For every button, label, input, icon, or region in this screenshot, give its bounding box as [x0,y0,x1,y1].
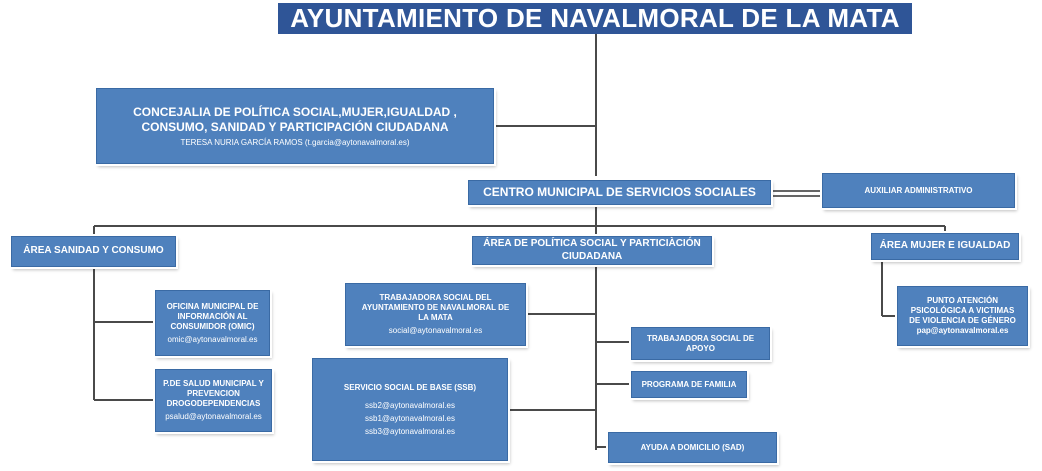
ssb-title: SERVICIO SOCIAL DE BASE (SSB) [343,382,477,392]
trabajadora-line-3: LA MATA [418,313,453,322]
psalud-line-3: DROGODEPENDENCIAS [166,399,261,408]
page-title: AYUNTAMIENTO DE NAVALMORAL DE LA MATA [278,3,912,34]
psalud-line-1: P.DE SALUD MUNICIPAL Y [163,379,264,388]
trabajadora-social-box: TRABAJADORA SOCIAL DEL AYUNTAMIENTO DE N… [345,283,526,346]
apoyo-box: TRABAJADORA SOCIAL DE APOYO [631,327,770,360]
concejalia-box: CONCEJALIA DE POLÍTICA SOCIAL,MUJER,IGUA… [96,88,494,164]
sad-label: AYUDA A DOMICILIO (SAD) [640,442,745,452]
area-politica-line-2: CIUDADANA [561,250,623,262]
area-mujer-label: ÁREA MUJER E IGUALDAD [879,240,1011,252]
psalud-email: psalud@aytonavalmoral.es [165,412,262,421]
pap-line-3: DE VIOLENCIA DE GÉNERO [909,316,1016,325]
area-sanidad-box: ÁREA SANIDAD Y CONSUMO [11,236,176,267]
area-mujer-box: ÁREA MUJER E IGUALDAD [871,233,1019,260]
centro-label: CENTRO MUNICIPAL DE SERVICIOS SOCIALES [483,185,756,199]
ssb-email-3: ssb3@aytonavalmoral.es [365,426,455,436]
omic-line-2: INFORMACIÓN AL [177,311,248,321]
ssb-box: SERVICIO SOCIAL DE BASE (SSB) ssb2@ayton… [312,358,508,461]
trabajadora-email: social@aytonavalmoral.es [388,326,483,335]
area-sanidad-label: ÁREA SANIDAD Y CONSUMO [23,245,164,257]
omic-line-1: OFICINA MUNICIPAL DE [166,301,259,311]
psalud-line-2: PREVENCION [187,389,240,398]
familia-label: PROGRAMA DE FAMILIA [641,379,737,389]
familia-box: PROGRAMA DE FAMILIA [631,371,747,398]
trabajadora-line-1: TRABAJADORA SOCIAL DEL [379,293,492,302]
ssb-email-2: ssb1@aytonavalmoral.es [365,413,455,423]
concejalia-line-1: CONCEJALIA DE POLÍTICA SOCIAL,MUJER,IGUA… [133,104,457,119]
area-politica-line-1: ÁREA DE POLÍTICA SOCIAL Y PARTICIÀCIÓN [483,238,701,249]
trabajadora-line-2: AYUNTAMIENTO DE NAVALMORAL DE [361,303,510,312]
centro-box: CENTRO MUNICIPAL DE SERVICIOS SOCIALES [468,180,771,205]
pap-line-2: PSICOLÓGICA A VICTIMAS [910,306,1015,315]
apoyo-line-2: APOYO [686,343,715,353]
apoyo-line-1: TRABAJADORA SOCIAL DE [646,333,755,343]
omic-box: OFICINA MUNICIPAL DE INFORMACIÓN AL CONS… [155,290,270,356]
ssb-email-1: ssb2@aytonavalmoral.es [365,400,455,410]
pap-line-1: PUNTO ATENCIÓN [927,296,998,305]
auxiliar-box: AUXILIAR ADMINISTRATIVO [822,173,1015,208]
pap-box: PUNTO ATENCIÓN PSICOLÓGICA A VICTIMAS DE… [897,286,1028,346]
auxiliar-label: AUXILIAR ADMINISTRATIVO [864,185,973,195]
sad-box: AYUDA A DOMICILIO (SAD) [608,432,777,463]
psalud-box: P.DE SALUD MUNICIPAL Y PREVENCION DROGOD… [155,369,272,432]
pap-email: pap@aytonavalmoral.es [916,326,1009,335]
concejalia-line-2: CONSUMO, SANIDAD Y PARTICIPACIÓN CIUDADA… [141,119,449,134]
area-politica-box: ÁREA DE POLÍTICA SOCIAL Y PARTICIÀCIÓN C… [472,236,712,265]
omic-email: omic@aytonavalmoral.es [167,334,258,344]
omic-line-3: CONSUMIDOR (OMIC) [170,321,255,331]
concejalia-contact: TERESA NURIA GARCÍA RAMOS (t.garcia@ayto… [180,137,410,147]
